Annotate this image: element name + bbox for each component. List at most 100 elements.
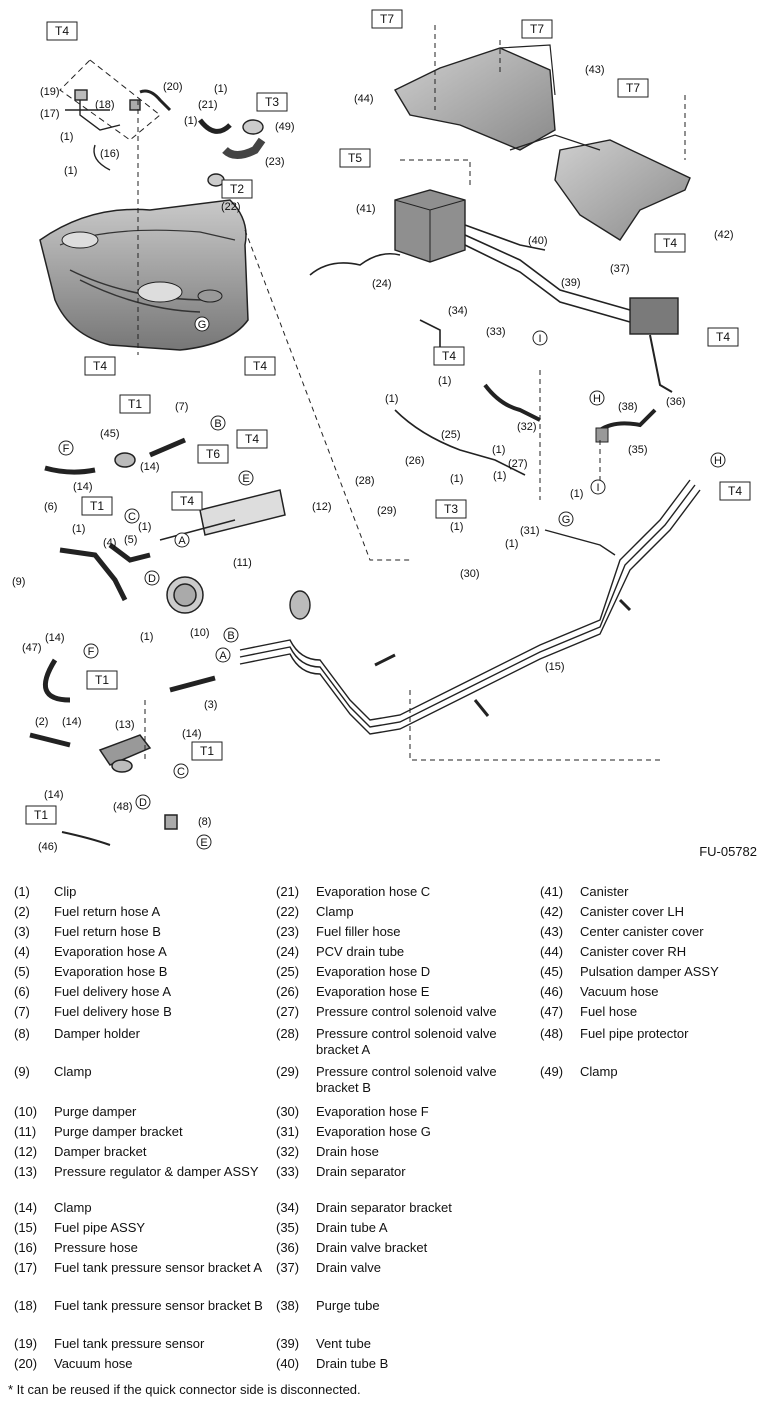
legend-item-name: Clamp xyxy=(580,1064,618,1079)
legend-item-number: (19) xyxy=(14,1336,38,1351)
svg-text:(26): (26) xyxy=(405,455,425,467)
legend-item-name: Fuel tank pressure sensor bracket B xyxy=(54,1298,263,1313)
legend-item-number: (14) xyxy=(14,1200,38,1215)
svg-text:(15): (15) xyxy=(545,661,565,673)
svg-text:T4: T4 xyxy=(245,432,259,446)
svg-text:(1): (1) xyxy=(60,131,73,143)
svg-text:D: D xyxy=(148,573,156,585)
legend-item-name: Fuel delivery hose B xyxy=(54,1004,172,1019)
svg-text:(1): (1) xyxy=(438,375,451,387)
legend-item-number: (42) xyxy=(540,904,564,919)
svg-text:(1): (1) xyxy=(450,473,463,485)
svg-text:(8): (8) xyxy=(198,816,211,828)
callout-d-b: D xyxy=(135,794,151,810)
tag-t6-a: T6 xyxy=(197,444,229,464)
legend-item-number: (43) xyxy=(540,924,564,939)
svg-text:(36): (36) xyxy=(666,396,686,408)
legend-item-number: (27) xyxy=(276,1004,300,1019)
legend-item-name: Clamp xyxy=(316,904,354,919)
legend-item-name: Clamp xyxy=(54,1064,92,1079)
svg-text:(4): (4) xyxy=(103,537,116,549)
tag-t4-e: T4 xyxy=(707,327,739,347)
legend-item-number: (3) xyxy=(14,924,30,939)
svg-text:(2): (2) xyxy=(35,716,48,728)
callout-e-b: E xyxy=(196,834,212,850)
legend-item-number: (35) xyxy=(276,1220,300,1235)
legend-item-name: Evaporation hose A xyxy=(54,944,167,959)
tank-pressure-sensor-group xyxy=(59,59,266,187)
svg-text:T4: T4 xyxy=(93,359,107,373)
legend-item-name: Evaporation hose F xyxy=(316,1104,429,1119)
legend-item-name: Fuel delivery hose A xyxy=(54,984,172,999)
tag-t1-c: T1 xyxy=(86,670,118,690)
svg-text:(6): (6) xyxy=(44,501,57,513)
legend-item-number: (24) xyxy=(276,944,300,959)
legend-item-number: (20) xyxy=(14,1356,38,1371)
legend-item-name: Purge tube xyxy=(316,1298,380,1313)
legend-item-number: (2) xyxy=(14,904,30,919)
legend-item-number: (17) xyxy=(14,1260,38,1275)
legend-item-number: (37) xyxy=(276,1260,300,1275)
legend-item-number: (39) xyxy=(276,1336,300,1351)
svg-text:C: C xyxy=(128,511,136,523)
svg-text:(25): (25) xyxy=(441,429,461,441)
legend-item-name: Purge damper bracket xyxy=(54,1124,183,1139)
legend-item-number: (7) xyxy=(14,1004,30,1019)
svg-text:G: G xyxy=(562,514,571,526)
legend-item-name: Drain tube A xyxy=(316,1220,388,1235)
svg-text:I: I xyxy=(596,482,599,494)
fuel-tank xyxy=(39,199,249,351)
legend-item-number: (33) xyxy=(276,1164,300,1179)
svg-text:(21): (21) xyxy=(198,99,218,111)
legend-item-name: Damper bracket xyxy=(54,1144,147,1159)
svg-text:(1): (1) xyxy=(64,165,77,177)
legend-item-number: (30) xyxy=(276,1104,300,1119)
legend-item-name: Drain separator xyxy=(316,1164,406,1179)
svg-text:C: C xyxy=(177,766,185,778)
legend-item-name: Pressure control solenoid valve bracket … xyxy=(316,1064,497,1095)
parts-legend: (1)Clip(2)Fuel return hose A(3)Fuel retu… xyxy=(0,884,767,1371)
svg-text:(16): (16) xyxy=(100,148,120,160)
svg-text:T5: T5 xyxy=(348,151,362,165)
svg-text:T3: T3 xyxy=(444,502,458,516)
svg-text:(5): (5) xyxy=(124,534,137,546)
svg-text:(49): (49) xyxy=(275,121,295,133)
legend-item-number: (21) xyxy=(276,884,300,899)
tag-t7-b: T7 xyxy=(521,19,553,39)
drain-valve-group xyxy=(595,297,679,443)
tag-t4-a: T4 xyxy=(46,21,78,41)
svg-text:(14): (14) xyxy=(182,728,202,740)
tag-t1-d: T1 xyxy=(191,741,223,761)
legend-item-name: Fuel pipe protector xyxy=(580,1026,689,1041)
legend-item-name: Drain separator bracket xyxy=(316,1200,452,1215)
svg-text:(1): (1) xyxy=(570,488,583,500)
legend-item-number: (12) xyxy=(14,1144,38,1159)
legend-item-number: (45) xyxy=(540,964,564,979)
callout-h-a: H xyxy=(589,390,605,406)
svg-text:(1): (1) xyxy=(140,631,153,643)
pulsation-damper-group xyxy=(44,437,286,614)
svg-text:F: F xyxy=(88,646,95,658)
legend-item-name: Evaporation hose C xyxy=(316,884,431,899)
svg-text:(1): (1) xyxy=(385,393,398,405)
callout-i-a: I xyxy=(532,330,548,346)
fuel-pipe-assy xyxy=(239,479,701,735)
svg-text:(48): (48) xyxy=(113,801,133,813)
svg-text:(17): (17) xyxy=(40,108,60,120)
legend-item-name: Fuel tank pressure sensor bracket A xyxy=(54,1260,263,1275)
legend-item-name: Evaporation hose B xyxy=(54,964,168,979)
legend-item-number: (15) xyxy=(14,1220,38,1235)
svg-text:F: F xyxy=(63,443,70,455)
legend-item-name: Fuel hose xyxy=(580,1004,638,1019)
tag-t3-b: T3 xyxy=(435,499,467,519)
callout-a-a: A xyxy=(174,532,190,548)
svg-text:(37): (37) xyxy=(610,263,630,275)
legend-item-name: PCV drain tube xyxy=(316,944,405,959)
tag-t5-a: T5 xyxy=(339,148,371,168)
legend-item-name: Evaporation hose G xyxy=(316,1124,431,1139)
callout-a-b: A xyxy=(215,647,231,663)
svg-text:(10): (10) xyxy=(190,627,210,639)
tag-t4-f: T4 xyxy=(433,346,465,366)
legend-item-number: (46) xyxy=(540,984,564,999)
svg-text:(1): (1) xyxy=(214,83,227,95)
